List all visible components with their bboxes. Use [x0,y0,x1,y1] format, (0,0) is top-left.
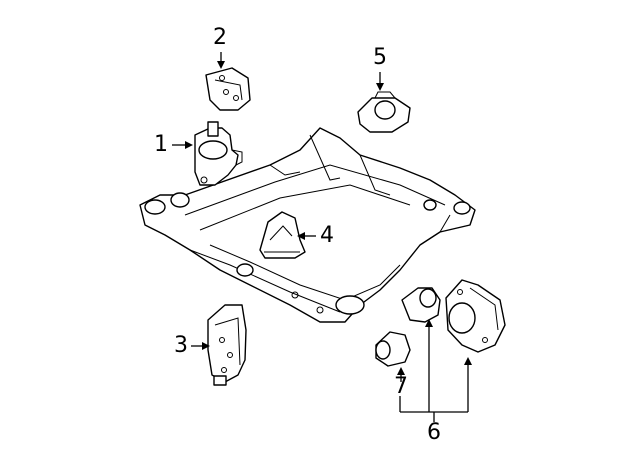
callout-7: 7 [394,374,408,399]
part-6-bracket [445,279,506,353]
part-5-upper-mount [357,91,411,133]
part-2-bracket [205,67,251,111]
part-6-insulator [401,287,441,323]
callout-4: 4 [320,223,334,248]
part-3-mount-bracket [207,304,247,386]
leader-6 [399,319,472,422]
leader-5 [376,72,384,91]
part-1-engine-mount [194,121,243,186]
callout-3: 3 [174,333,188,358]
callout-6: 6 [427,420,441,445]
callout-1: 1 [154,132,168,157]
part-4-center-mount [259,211,306,259]
leader-3 [191,342,210,350]
callout-2: 2 [213,25,227,50]
part-7-bushing [375,331,411,367]
subframe-crossmember [139,127,476,323]
callout-5: 5 [373,45,387,70]
leader-7 [397,367,405,382]
leader-4 [297,232,316,240]
leader-2 [217,52,225,69]
leader-1 [172,141,193,149]
